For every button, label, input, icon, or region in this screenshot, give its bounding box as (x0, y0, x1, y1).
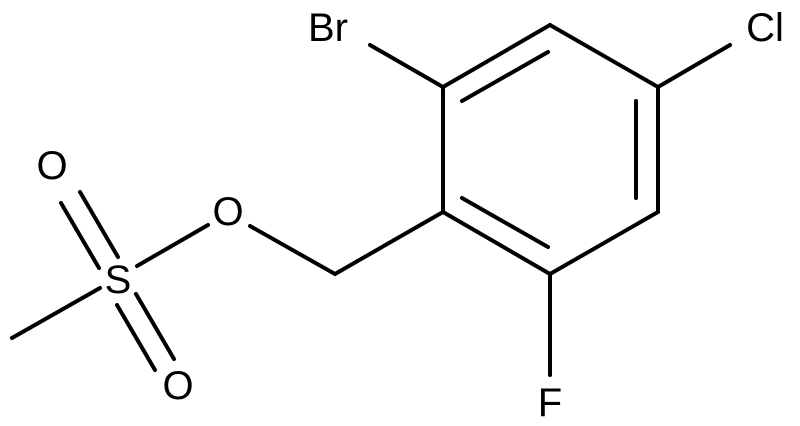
ring-bond-c2-c3 (548, 23, 660, 89)
atom-label-o-ester: O (212, 190, 243, 234)
atom-label-f: F (538, 381, 562, 425)
bond-s-o-bottom-b (134, 292, 176, 361)
ring-bond-c5-c6 (441, 210, 552, 276)
atom-label-o-top: O (36, 144, 67, 188)
bond-c1-br (368, 43, 445, 89)
bond-s-o-top-b (78, 190, 120, 259)
bond-s-ch3 (10, 286, 102, 340)
atom-label-br: Br (308, 6, 348, 50)
bond-c3-cl (656, 43, 732, 89)
atom-label-o-bottom: O (162, 364, 193, 408)
ring-bond-c1-c2-inner (460, 50, 550, 103)
bond-s-o-top-a (59, 201, 101, 270)
bond-o-s (135, 223, 210, 268)
bond-c6-ch2 (333, 210, 445, 276)
ring-bond-c4-c5 (548, 210, 660, 276)
atom-label-cl: Cl (746, 6, 784, 50)
ring-bond-c5-c6-inner (460, 196, 550, 249)
atom-label-s: S (105, 258, 132, 302)
bond-ch2-o (248, 224, 337, 276)
ring-bond-c1-c2 (441, 23, 552, 89)
bond-s-o-bottom-a (115, 303, 157, 372)
